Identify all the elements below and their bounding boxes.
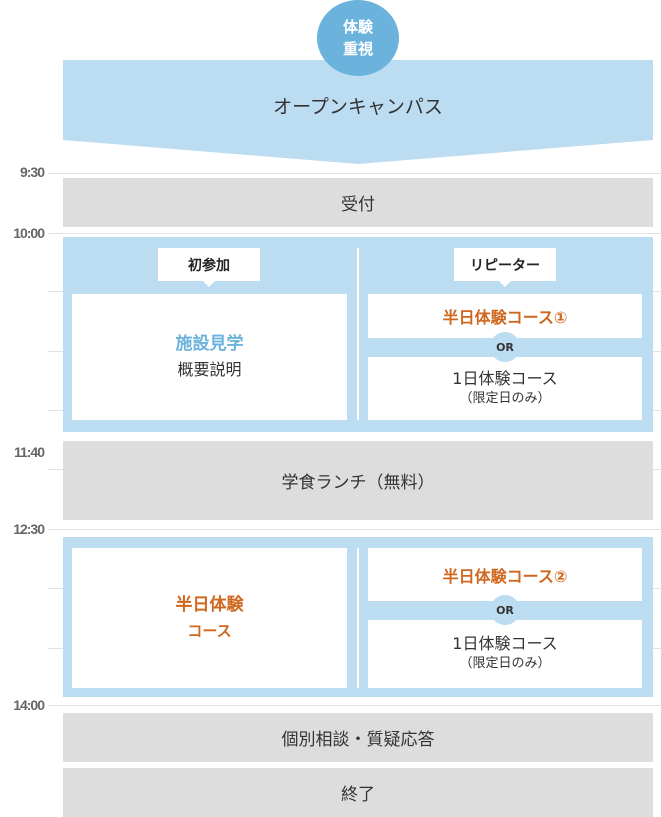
session1-left-sub: 概要説明 xyxy=(177,360,242,379)
session1-right-top: 半日体験コース① xyxy=(368,294,642,338)
course-note: （限定日のみ） xyxy=(459,656,551,671)
time-label: 12:30 xyxy=(13,521,45,537)
gridline xyxy=(48,705,661,706)
or-badge: OR xyxy=(490,332,520,362)
reception-block: 受付 xyxy=(63,178,653,227)
gridline xyxy=(48,173,661,174)
session1-left-title: 施設見学 xyxy=(175,334,244,354)
session1-left-box: 施設見学 概要説明 xyxy=(72,294,347,420)
course-half-day-1: 半日体験コース① xyxy=(442,308,568,327)
or-badge: OR xyxy=(490,595,520,625)
badge-line1: 体験 xyxy=(342,18,373,36)
course-full-day: 1日体験コース xyxy=(452,368,558,388)
time-label: 11:40 xyxy=(13,444,45,460)
header-title: オープンキャンパス xyxy=(273,96,443,118)
end-block: 終了 xyxy=(63,768,653,817)
gridline xyxy=(48,529,661,530)
session1-right-bottom: 1日体験コース （限定日のみ） xyxy=(368,357,642,420)
session2-left-title: 半日体験 xyxy=(175,595,244,615)
consult-block: 個別相談・質疑応答 xyxy=(63,713,653,762)
session2-left-sub: コース xyxy=(187,622,232,640)
session2-right-bottom: 1日体験コース （限定日のみ） xyxy=(368,620,642,688)
course-half-day-2: 半日体験コース② xyxy=(442,566,568,586)
course-full-day: 1日体験コース xyxy=(452,634,558,653)
divider xyxy=(357,548,359,688)
badge: 体験 重視 xyxy=(317,0,399,76)
session2-left-box: 半日体験 コース xyxy=(72,548,347,688)
tag-first-time: 初参加 xyxy=(158,248,260,287)
time-label: 14:00 xyxy=(13,697,45,713)
lunch-block: 学食ランチ（無料） xyxy=(63,441,653,520)
session2-right-top: 半日体験コース② xyxy=(368,548,642,601)
header-banner xyxy=(63,60,653,164)
tag-repeater: リピーター xyxy=(454,248,556,287)
course-note: （限定日のみ） xyxy=(459,390,551,406)
gridline xyxy=(48,233,661,234)
divider xyxy=(357,248,359,420)
time-label: 9:30 xyxy=(19,164,45,180)
time-label: 10:00 xyxy=(13,225,45,241)
badge-line2: 重視 xyxy=(342,40,373,58)
